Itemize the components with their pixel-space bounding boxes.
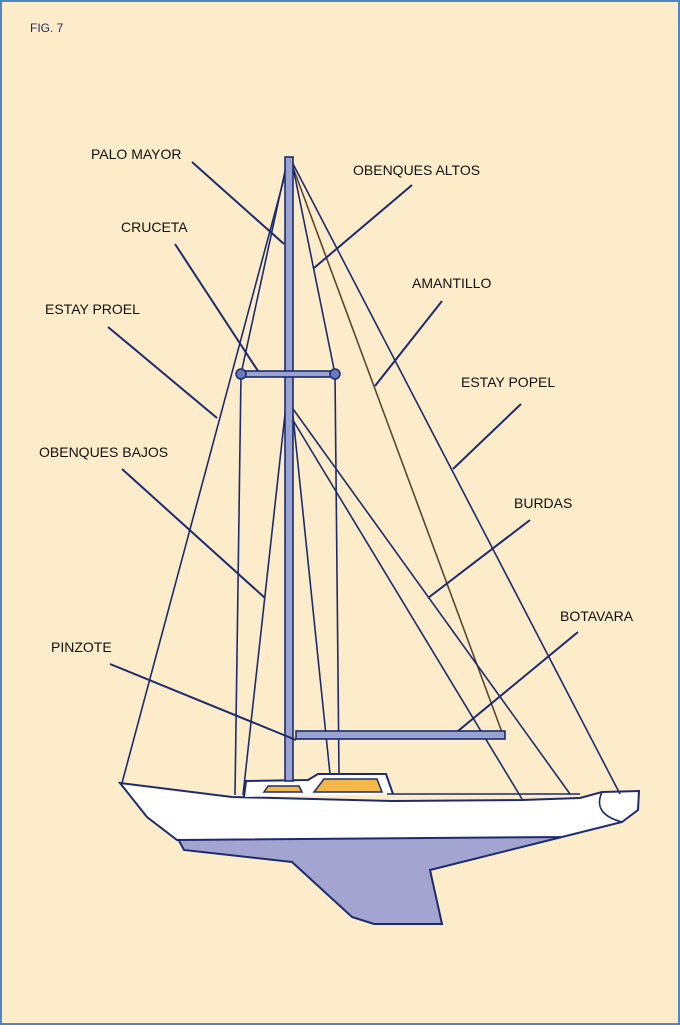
label-estay-popel: ESTAY POPEL bbox=[461, 374, 555, 390]
leader-obenques-bajos bbox=[121, 468, 266, 599]
leader-estay-popel bbox=[452, 403, 522, 470]
label-estay-proel: ESTAY PROEL bbox=[45, 301, 140, 317]
leader-burdas bbox=[427, 519, 531, 599]
label-botavara: BOTAVARA bbox=[560, 608, 634, 624]
leader-obenques-altos bbox=[313, 184, 413, 269]
lower-shroud-fwd bbox=[242, 386, 289, 796]
stern-transom bbox=[598, 791, 623, 823]
keel bbox=[175, 836, 563, 925]
upper-shroud-aft bbox=[291, 161, 336, 375]
label-amantillo: AMANTILLO bbox=[412, 275, 491, 291]
label-cruceta: CRUCETA bbox=[121, 219, 188, 235]
cabin-window-fore bbox=[312, 778, 384, 793]
spreader-end-fwd bbox=[235, 368, 247, 380]
spreader bbox=[240, 370, 336, 378]
label-pinzote: PINZOTE bbox=[51, 639, 112, 655]
label-burdas: BURDAS bbox=[514, 495, 572, 511]
lower-shroud-aft bbox=[289, 386, 331, 775]
cabin-window-aft bbox=[262, 785, 304, 793]
leader-amantillo bbox=[374, 300, 443, 387]
boom bbox=[295, 730, 506, 740]
topping-lift bbox=[290, 161, 504, 736]
main-mast bbox=[284, 156, 294, 782]
spreader-end-aft bbox=[329, 368, 341, 380]
leader-cruceta bbox=[174, 243, 259, 372]
leader-estay-proel bbox=[107, 326, 218, 419]
label-obenques-bajos: OBENQUES BAJOS bbox=[39, 444, 168, 460]
hull bbox=[117, 781, 641, 842]
figure-label: FIG. 7 bbox=[30, 21, 64, 35]
upper-shroud-aft-low bbox=[334, 373, 340, 775]
upper-shroud-fwd-low bbox=[234, 373, 242, 796]
leader-palo-mayor bbox=[191, 161, 285, 245]
backstay bbox=[290, 159, 621, 795]
leader-pinzote bbox=[109, 663, 297, 741]
upper-shroud-fwd bbox=[240, 161, 288, 375]
label-palo-mayor: PALO MAYOR bbox=[91, 146, 182, 162]
forestay bbox=[121, 159, 290, 784]
label-obenques-altos: OBENQUES ALTOS bbox=[353, 162, 480, 178]
leader-botavara bbox=[457, 631, 579, 732]
